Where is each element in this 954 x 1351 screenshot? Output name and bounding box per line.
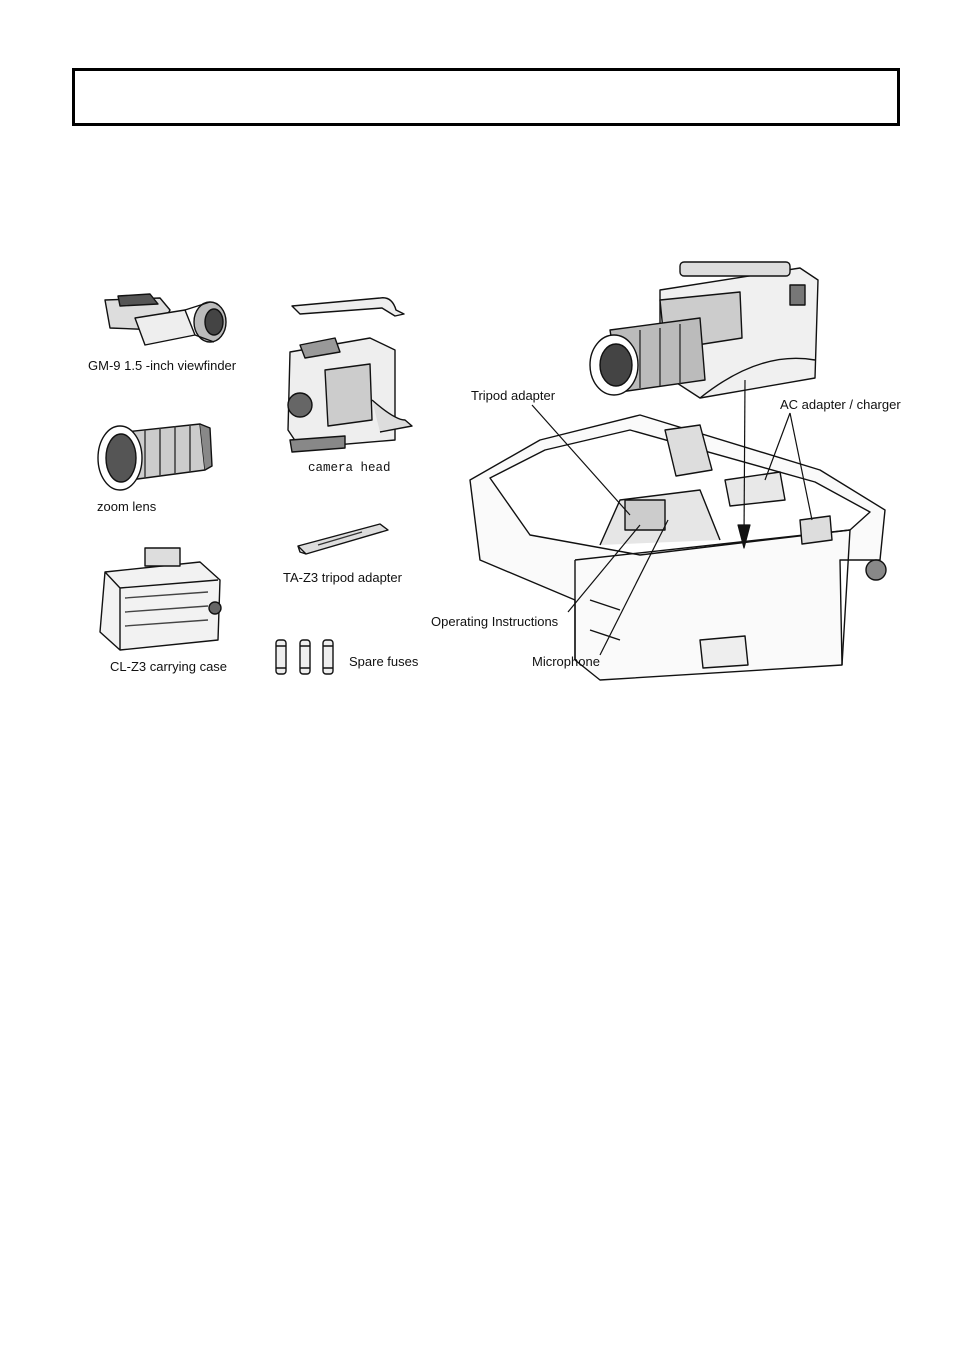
- spare-fuses-label: Spare fuses: [349, 654, 419, 669]
- ac-adapter-callout: AC adapter / charger: [780, 397, 901, 412]
- microphone-callout: Microphone: [532, 654, 600, 669]
- carrying-case-label: CL-Z3 carrying case: [110, 659, 228, 674]
- open-case-drawing: [469, 414, 887, 681]
- section-title-box: [72, 68, 900, 126]
- operating-instructions-callout: Operating Instructions: [431, 614, 559, 629]
- camera-head-drawing: [287, 337, 413, 453]
- handle-drawing: [291, 297, 405, 317]
- viewfinder-drawing: [104, 293, 227, 346]
- zoom-lens-drawing: [97, 423, 213, 491]
- viewfinder-label: GM-9 1.5 -inch viewfinder: [88, 358, 237, 373]
- carrying-case-drawing: [99, 547, 222, 651]
- spare-fuses-drawing: [275, 639, 334, 675]
- zoom-lens-label: zoom lens: [97, 499, 157, 514]
- tripod-adapter-part-label: TA-Z3 tripod adapter: [283, 570, 402, 585]
- camcorder-drawing: [589, 261, 819, 399]
- tripod-adapter-drawing: [297, 523, 389, 555]
- callout-lines: [531, 379, 813, 656]
- camera-head-label: camera head: [308, 461, 391, 475]
- tripod-adapter-callout: Tripod adapter: [471, 388, 556, 403]
